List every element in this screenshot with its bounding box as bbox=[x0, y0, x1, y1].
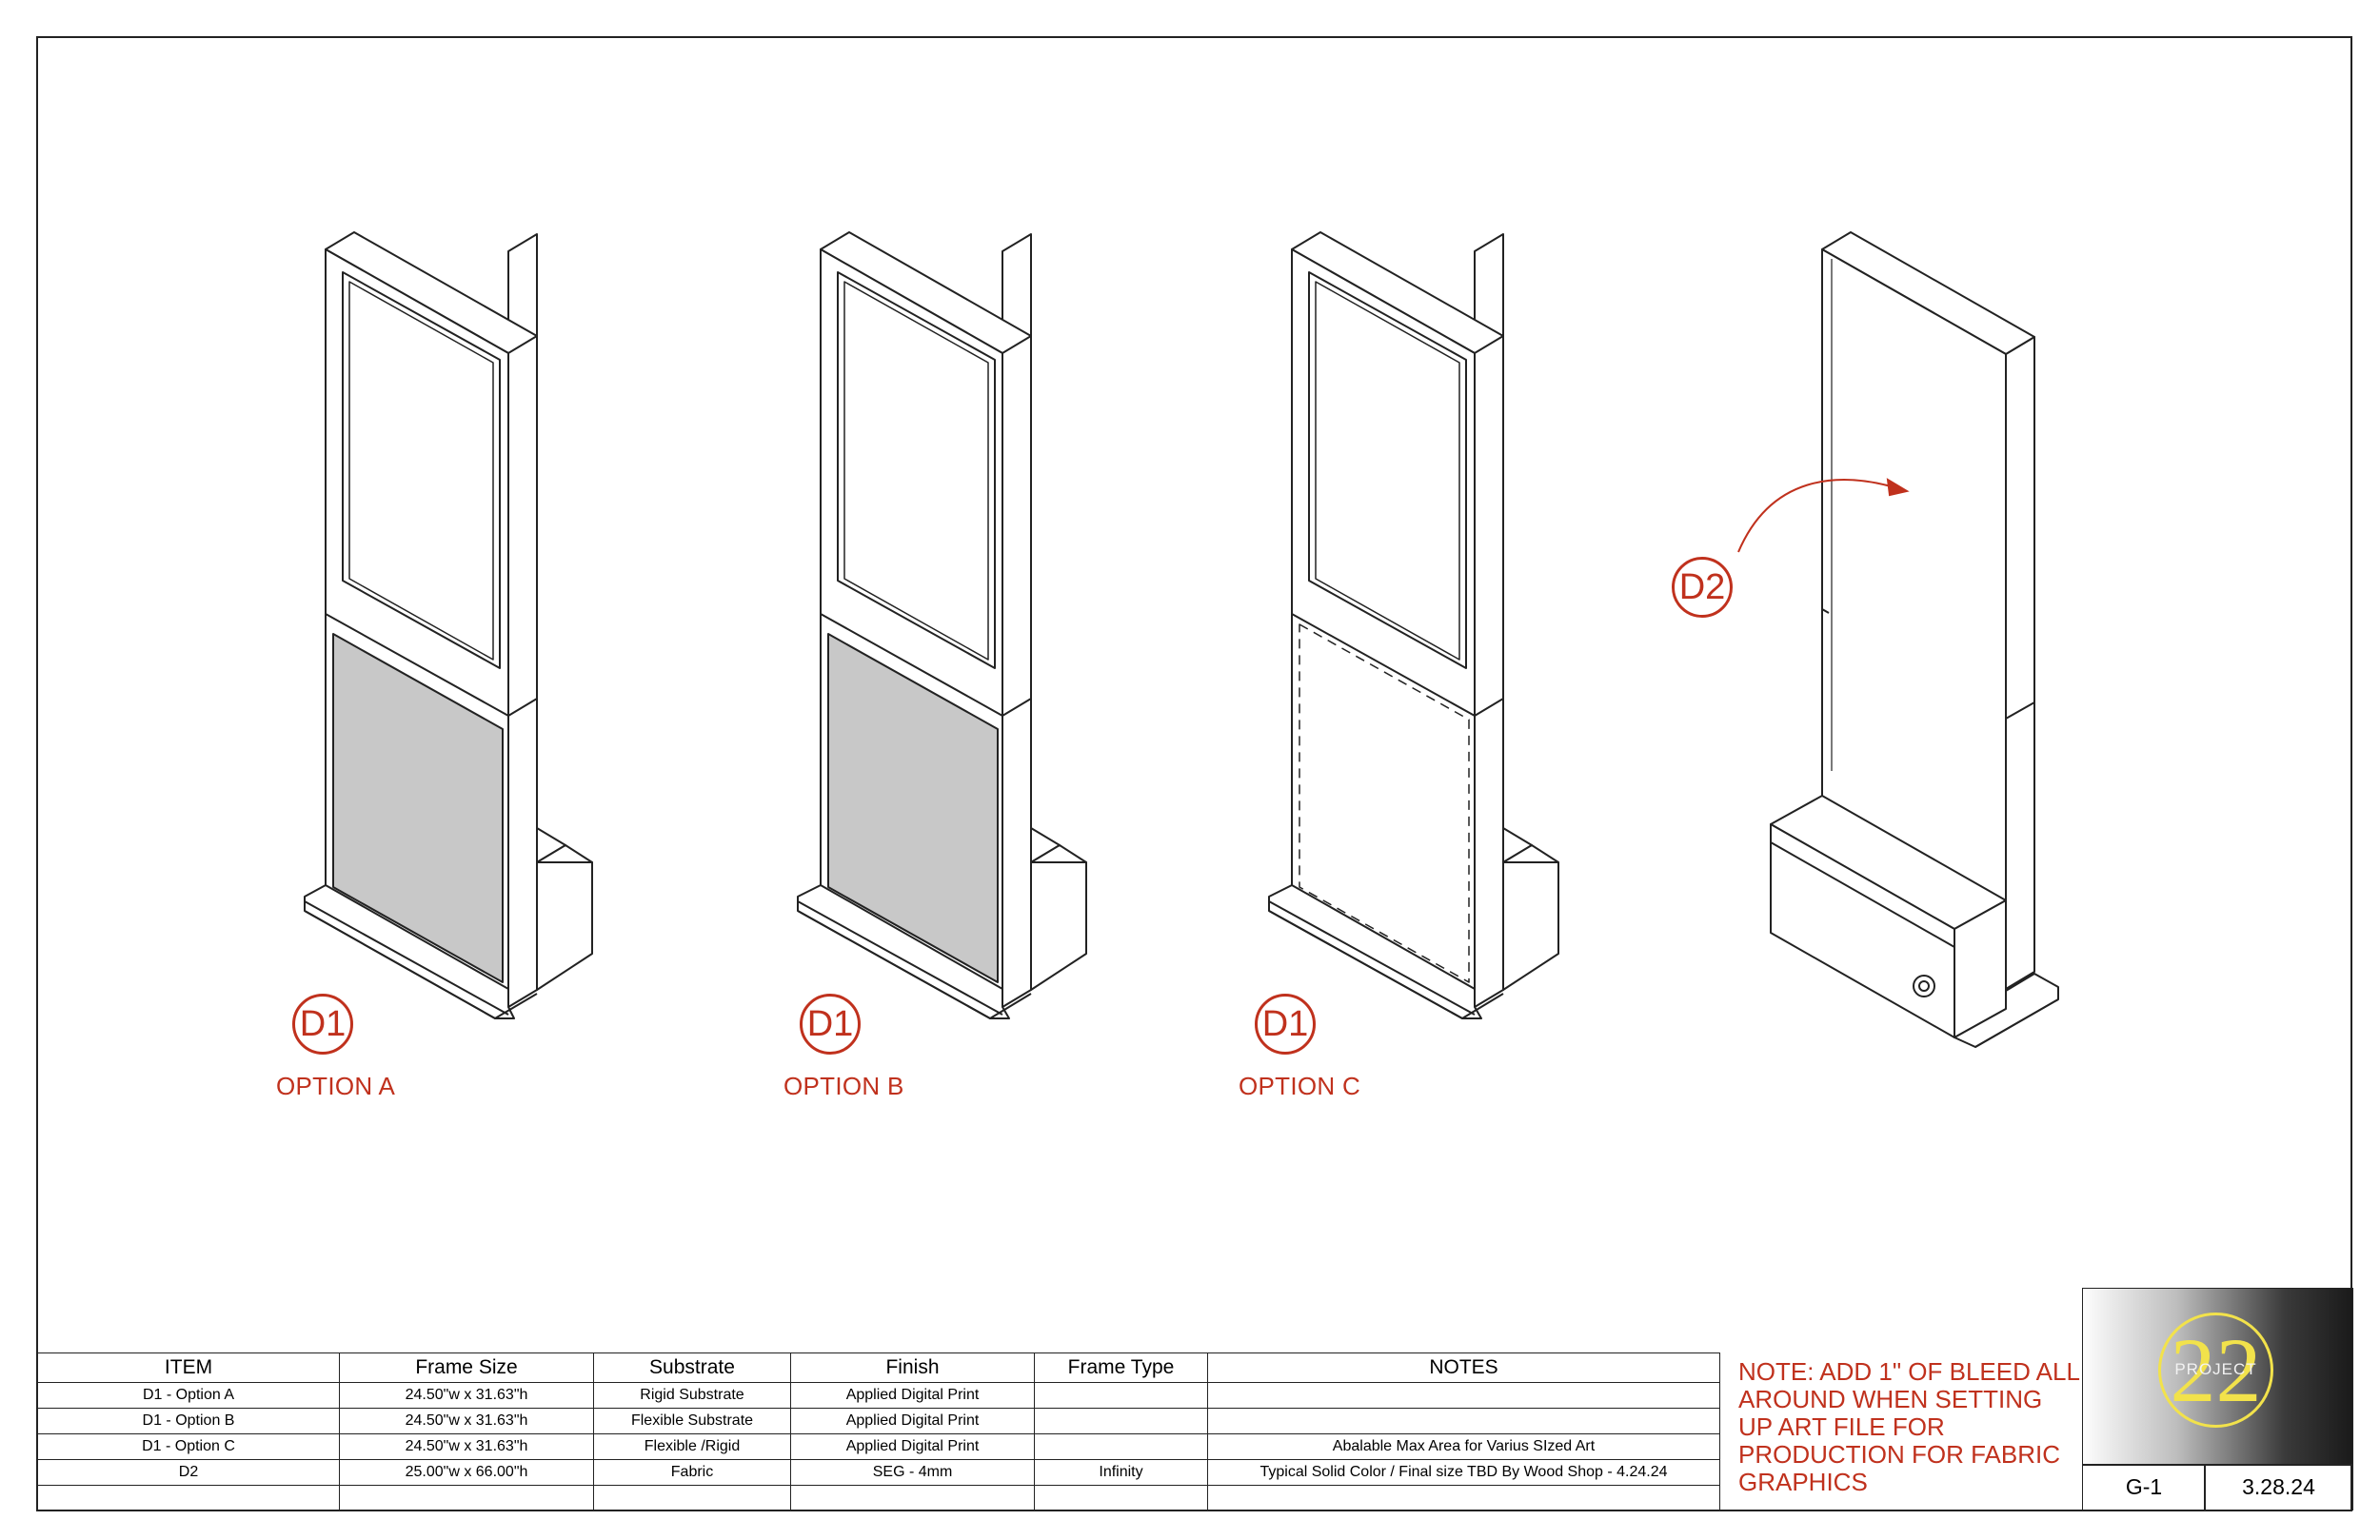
header-notes: NOTES bbox=[1207, 1352, 1720, 1383]
callout-tag-d2: D2 bbox=[1672, 557, 1733, 618]
callout-tag-d1-a: D1 bbox=[292, 994, 353, 1055]
table-row: D2 25.00"w x 66.00"h Fabric SEG - 4mm In… bbox=[37, 1459, 1720, 1486]
header-frame-size: Frame Size bbox=[339, 1352, 594, 1383]
header-substrate: Substrate bbox=[593, 1352, 791, 1383]
sheet-date: 3.28.24 bbox=[2204, 1464, 2353, 1510]
cell-frame-type bbox=[1034, 1433, 1208, 1460]
cell-notes: Typical Solid Color / Final size TBD By … bbox=[1207, 1459, 1720, 1486]
cell-notes bbox=[1207, 1382, 1720, 1409]
cell-frame-size: 25.00"w x 66.00"h bbox=[339, 1459, 594, 1486]
cell-notes bbox=[1207, 1408, 1720, 1434]
cell-finish: Applied Digital Print bbox=[790, 1433, 1035, 1460]
callout-tag-d1-b: D1 bbox=[800, 994, 861, 1055]
cell-frame-size bbox=[339, 1485, 594, 1511]
table-row bbox=[37, 1485, 1720, 1511]
cell-frame-type bbox=[1034, 1382, 1208, 1409]
cell-item: D2 bbox=[37, 1459, 340, 1486]
cell-item: D1 - Option C bbox=[37, 1433, 340, 1460]
cell-item: D1 - Option B bbox=[37, 1408, 340, 1434]
table-header-row: ITEM Frame Size Substrate Finish Frame T… bbox=[37, 1352, 1720, 1383]
cell-substrate: Rigid Substrate bbox=[593, 1382, 791, 1409]
kiosk-option-c bbox=[1268, 231, 1559, 1019]
cell-notes: Abalable Max Area for Varius SIzed Art bbox=[1207, 1433, 1720, 1460]
kiosk-option-a bbox=[304, 231, 593, 1019]
kiosk-option-b bbox=[797, 231, 1087, 1019]
header-item: ITEM bbox=[37, 1352, 340, 1383]
kiosk-d2 bbox=[1770, 231, 2059, 1048]
cell-notes bbox=[1207, 1485, 1720, 1511]
header-frame-type: Frame Type bbox=[1034, 1352, 1208, 1383]
bleed-note: NOTE: ADD 1" OF BLEED ALL AROUND WHEN SE… bbox=[1738, 1357, 2079, 1496]
cell-frame-type bbox=[1034, 1408, 1208, 1434]
cell-frame-size: 24.50"w x 31.63"h bbox=[339, 1408, 594, 1434]
cell-substrate bbox=[593, 1485, 791, 1511]
cell-substrate: Flexible /Rigid bbox=[593, 1433, 791, 1460]
caption-option-a: OPTION A bbox=[276, 1072, 396, 1100]
logo-word: PROJECT bbox=[2174, 1360, 2257, 1378]
cell-finish: Applied Digital Print bbox=[790, 1408, 1035, 1434]
cell-substrate: Flexible Substrate bbox=[593, 1408, 791, 1434]
cell-frame-type: Infinity bbox=[1034, 1459, 1208, 1486]
cell-finish: Applied Digital Print bbox=[790, 1382, 1035, 1409]
cell-finish: SEG - 4mm bbox=[790, 1459, 1035, 1486]
cell-frame-size: 24.50"w x 31.63"h bbox=[339, 1382, 594, 1409]
caption-option-b: OPTION B bbox=[783, 1072, 904, 1100]
cell-finish bbox=[790, 1485, 1035, 1511]
table-row: D1 - Option A 24.50"w x 31.63"h Rigid Su… bbox=[37, 1382, 1720, 1409]
cell-item bbox=[37, 1485, 340, 1511]
cell-item: D1 - Option A bbox=[37, 1382, 340, 1409]
logo-number: 22 bbox=[2170, 1318, 2262, 1421]
caption-option-c: OPTION C bbox=[1239, 1072, 1361, 1100]
table-row: D1 - Option C 24.50"w x 31.63"h Flexible… bbox=[37, 1433, 1720, 1460]
cell-substrate: Fabric bbox=[593, 1459, 791, 1486]
callout-tag-d1-c: D1 bbox=[1255, 994, 1316, 1055]
cell-frame-size: 24.50"w x 31.63"h bbox=[339, 1433, 594, 1460]
table-row: D1 - Option B 24.50"w x 31.63"h Flexible… bbox=[37, 1408, 1720, 1434]
logo-ring bbox=[2158, 1313, 2273, 1428]
sheet-number: G-1 bbox=[2082, 1464, 2206, 1510]
header-finish: Finish bbox=[790, 1352, 1035, 1383]
cell-frame-type bbox=[1034, 1485, 1208, 1511]
d2-arrow bbox=[1737, 478, 1910, 553]
spec-table: ITEM Frame Size Substrate Finish Frame T… bbox=[37, 1352, 1720, 1511]
